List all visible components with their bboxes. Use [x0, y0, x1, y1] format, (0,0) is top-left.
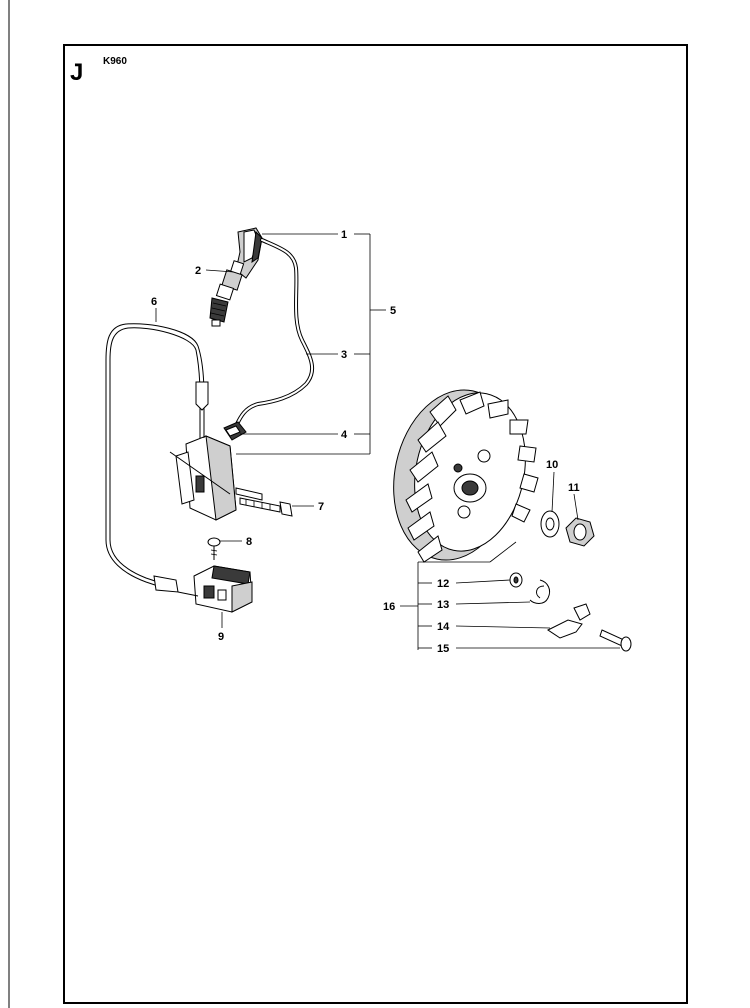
ht-lead [234, 238, 315, 428]
pawl-kit-parts [509, 572, 632, 652]
flywheel [393, 389, 539, 563]
callout-7: 7 [318, 501, 324, 513]
leader-lines [155, 233, 620, 650]
spark-plug [209, 260, 245, 327]
callout-16: 16 [383, 601, 395, 613]
callout-10: 10 [546, 459, 558, 471]
callout-1: 1 [341, 229, 347, 241]
section-letter: J [70, 59, 83, 86]
callout-8: 8 [246, 536, 252, 548]
callout-6: 6 [151, 296, 157, 308]
ignition-module [169, 421, 247, 521]
callout-15: 15 [437, 643, 449, 655]
diagram-frame [63, 44, 688, 1004]
model-label: K960 [103, 56, 127, 67]
module-screws [235, 487, 293, 517]
small-screw [207, 537, 221, 560]
callout-5: 5 [390, 305, 396, 317]
callout-2: 2 [195, 265, 201, 277]
callout-9: 9 [218, 631, 224, 643]
callout-14: 14 [437, 621, 450, 633]
callout-4: 4 [341, 429, 348, 441]
ground-wire [105, 323, 209, 593]
switch-block [177, 565, 253, 613]
callout-11: 11 [568, 482, 580, 494]
callout-3: 3 [341, 349, 347, 361]
callout-13: 13 [437, 599, 449, 611]
flywheel-nut [565, 517, 595, 547]
washer [540, 510, 560, 538]
callout-12: 12 [437, 578, 449, 590]
